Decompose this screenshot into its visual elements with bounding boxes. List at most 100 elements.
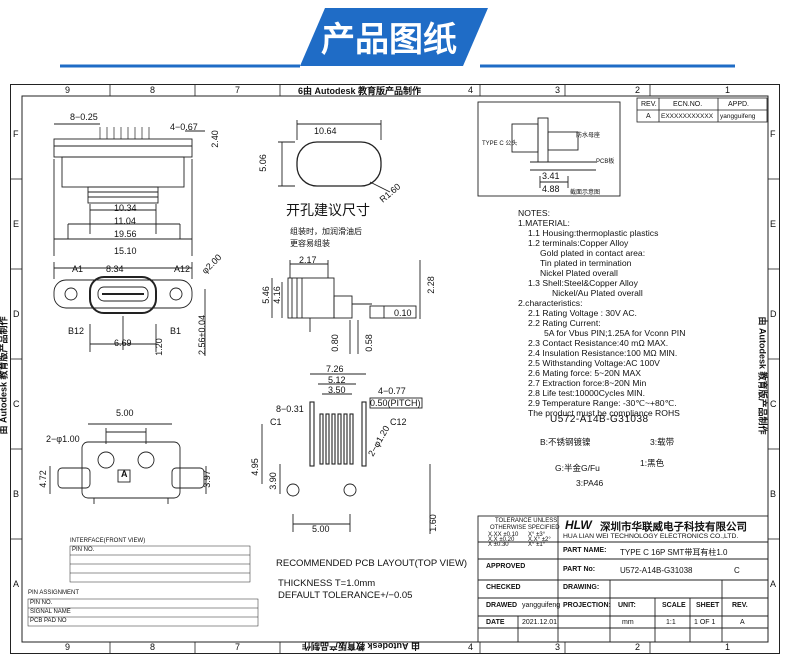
row-label: E xyxy=(770,219,777,229)
row-label: B xyxy=(13,489,20,499)
dim-label: 4.95 xyxy=(249,458,260,476)
part-name-label: PART NAME: xyxy=(563,547,607,554)
dim-label: 7.26 xyxy=(326,364,344,374)
dim-label: 11.04 xyxy=(114,216,136,226)
dim-label: 8.34 xyxy=(106,264,124,274)
dim-label: 10.64 xyxy=(314,126,337,136)
col-label: 8 xyxy=(150,642,156,652)
col-label: 1 xyxy=(725,85,731,95)
pad-label: C1 xyxy=(270,417,282,427)
col-label: 9 xyxy=(65,642,71,652)
row-label: A xyxy=(770,579,777,589)
dim-label: 0.50(PITCH) xyxy=(370,398,421,408)
col-label: 9 xyxy=(65,85,71,95)
notes-line: 2.7 Extraction force:8~20N Min xyxy=(528,378,647,388)
sheet-label: SHEET xyxy=(696,602,720,609)
dim-label: 3.41 xyxy=(542,171,560,181)
dim-label: 3.97 xyxy=(201,470,212,488)
notes-line: 5A for Vbus PIN;1.25A for Vconn PIN xyxy=(544,328,686,338)
row-label: F xyxy=(770,129,776,139)
notes-line: 2.6 Mating force: 5~20N MAX xyxy=(528,368,641,378)
notes-line: 1.3 Shell:Steel&Copper Alloy xyxy=(528,278,638,288)
col-label: 2 xyxy=(635,85,641,95)
pin-assignment-cell: PCB PAD NO xyxy=(30,618,67,624)
company-logo: HLW xyxy=(565,518,592,532)
notes-line: 2.4 Insulation Resistance:100 MΩ MIN. xyxy=(528,348,678,358)
tol-row: X.XX ±0.10 xyxy=(488,532,519,538)
dim-label: 2.40 xyxy=(209,130,220,148)
dim-label: 2.17 xyxy=(299,255,317,265)
dim-label: 1.20 xyxy=(153,338,164,356)
banner-title: 产品图纸 xyxy=(321,20,457,60)
drawed-label: DRAWED xyxy=(486,602,518,609)
part-no-value: U572-A14B-G31038 xyxy=(620,566,693,575)
interface-table xyxy=(69,545,251,583)
notes-line: 2.8 Life test:10000Cycles MIN. xyxy=(528,388,646,398)
part-name-value: TYPE C 16P SMT带耳有柱1.0 xyxy=(620,548,728,557)
part-code-g: G:半金G/Fu xyxy=(555,463,600,473)
dim-label: 0.80 xyxy=(329,334,340,352)
notes-line: The product must be compliance ROHS xyxy=(528,408,680,418)
section-label: PCB板 xyxy=(596,159,615,165)
part-rev-value: C xyxy=(734,566,740,575)
col-label: 3 xyxy=(555,85,561,95)
dim-label: 8−0.25 xyxy=(70,112,98,122)
unit-value: mm xyxy=(622,619,634,626)
company-en: HUA LIAN WEI TECHNOLOGY ELECTRONICS CO.,… xyxy=(563,533,739,540)
pin-assignment-title: PIN ASSIGNMENT xyxy=(28,590,80,596)
pin-assignment-table xyxy=(27,598,259,627)
notes-line: Nickel/Au Plated overall xyxy=(552,288,643,298)
col-label: 4 xyxy=(468,85,474,95)
section-view xyxy=(477,101,621,197)
title-block xyxy=(477,515,769,643)
ecn-header: ECN.NO. xyxy=(673,101,703,108)
watermark-left: 由 Autodesk 教育版产品制作 xyxy=(0,316,9,434)
notes-line: Tin plated in termination xyxy=(540,258,632,268)
dim-label: 2.56±0.04 xyxy=(196,315,207,355)
banner: 产品图纸 xyxy=(0,0,790,80)
sheet-value: 1 OF 1 xyxy=(694,619,716,626)
dim-label: 5.46 xyxy=(260,286,271,304)
notes-line: 2.9 Temperature Range: -30℃~+80℃. xyxy=(528,398,677,408)
dim-label: 2.28 xyxy=(425,276,436,294)
tol-row: X.X° ±2° xyxy=(528,537,551,543)
polarity-mark: A xyxy=(121,469,128,479)
pin-label: A1 xyxy=(72,264,84,274)
notes-line: 1.1 Housing:thermoplastic plastics xyxy=(528,228,659,238)
dim-label: 4.16 xyxy=(271,286,282,304)
pin-label: A12 xyxy=(174,264,191,274)
row-label: C xyxy=(13,399,20,409)
row-label: F xyxy=(13,129,19,139)
approved-label: APPROVED xyxy=(486,563,526,570)
top-view xyxy=(53,123,205,256)
rev-header: REV. xyxy=(641,101,657,108)
col-label: 3 xyxy=(555,642,561,652)
dim-label: 5.12 xyxy=(328,375,346,385)
dim-label: 3.90 xyxy=(267,472,278,490)
dim-label: 3.50 xyxy=(328,385,346,395)
tol-row: X° ±1° xyxy=(528,542,546,548)
tol-title: OTHERWISE SPECIFIED xyxy=(490,525,560,531)
pin-label: B12 xyxy=(68,326,85,336)
dim-label: 4.72 xyxy=(37,470,48,488)
notes-line: 2.3 Contact Resistance:40 mΩ MAX. xyxy=(528,338,669,348)
hole-note: 更容易组装 xyxy=(290,239,330,248)
banner-shape xyxy=(300,8,488,66)
row-label: E xyxy=(13,219,20,229)
checked-label: CHECKED xyxy=(486,584,521,591)
notes-line: Gold plated in contact area: xyxy=(540,248,646,258)
watermark-top: 6由 Autodesk 教育版产品制作 xyxy=(298,86,422,96)
tol-row: X.X ±0.20 xyxy=(488,537,515,543)
interface-row: PIN NO. xyxy=(72,547,95,553)
row-label: B xyxy=(770,489,777,499)
part-no-label: PART No: xyxy=(563,566,596,573)
section-label: 防水母座 xyxy=(576,133,601,139)
hole-view xyxy=(278,120,391,193)
tol-row: X ±0.30 xyxy=(488,542,509,548)
dim-label: 4−0.67 xyxy=(170,122,198,132)
pad-label: C12 xyxy=(390,417,407,427)
ecn-value: EXXXXXXXXXXX xyxy=(661,113,714,120)
pcb-layout xyxy=(261,373,431,534)
part-code-3: 3:PA46 xyxy=(576,478,604,488)
dim-label: 15.10 xyxy=(114,246,137,256)
